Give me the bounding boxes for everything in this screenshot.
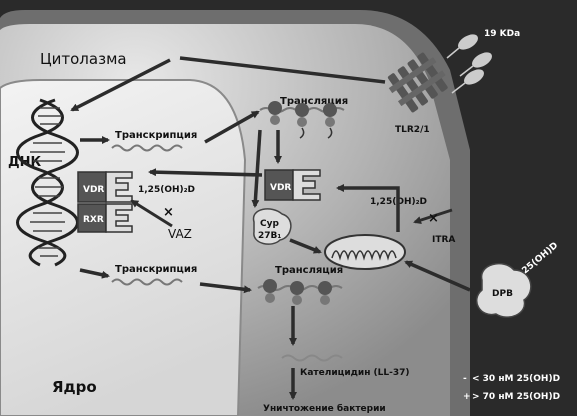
cytoplasm-label: Цитолазма — [40, 50, 127, 68]
arrow-dna-to-transcription-bottom — [79, 268, 110, 279]
tlr2-1-receptor — [387, 52, 448, 113]
arrow-mitochondrion-to-vdr — [336, 184, 400, 232]
itra-label: ITRA — [432, 235, 455, 245]
receptor-label: TLR2/1 — [395, 125, 430, 135]
bacteria-kill-label: Уничтожение бактерии — [263, 403, 386, 414]
cathelicidin-strand — [281, 354, 343, 362]
legend-plus-symbol: + — [463, 392, 471, 402]
arrow-transcription-to-translation-bottom — [199, 282, 252, 294]
vaz-label: VAZ — [168, 227, 192, 241]
dpb-label: DPB — [492, 289, 513, 299]
bacteria-kda-label: 19 KDa — [484, 29, 520, 39]
cyp-line1: Cyp — [260, 219, 279, 229]
arrow-transcription-to-translation-top — [204, 110, 260, 144]
cathelicidin-label: Кателицидин (LL-37) — [300, 368, 410, 378]
mitochondrion — [324, 234, 406, 270]
ribosomes-bottom — [263, 279, 332, 305]
legend-minus-text: < 30 нМ 25(OH)D — [472, 374, 560, 384]
arrow-cyp-to-mitochondrion — [289, 238, 322, 254]
itra-inhibition-arrow — [413, 208, 453, 224]
vdr-cyt-label: VDR — [270, 183, 291, 193]
arrow-receptor-to-cytoplasm — [179, 56, 386, 84]
arrow-dpb-to-mitochondrion — [404, 260, 471, 292]
rxr-label: RXR — [83, 215, 104, 225]
concentration-legend: - < 30 нМ 25(OH)D + > 70 нМ 25(OH)D — [463, 374, 560, 402]
translation-bottom-label: Трансляция — [275, 265, 343, 276]
transcription-bottom-label: Транскрипция — [115, 264, 197, 275]
ribosomes-top — [268, 101, 337, 139]
vdr-cytoplasm-receptor — [264, 169, 321, 201]
vdr-nuc-label: VDR — [83, 185, 104, 195]
ligand-nuc-label: 1,25(OH)₂D — [138, 185, 195, 195]
arrow-to-cyp27b1 — [251, 129, 262, 208]
arrow-vdr-to-nucleus — [148, 168, 263, 177]
itra-block-mark: × — [428, 211, 439, 226]
nucleus-label: Ядро — [52, 378, 97, 396]
vaz-block-mark: × — [163, 205, 174, 220]
legend-plus-text: > 70 нМ 25(OH)D — [472, 392, 560, 402]
dna-helix — [16, 98, 79, 267]
vdr-rxr-receptor — [77, 171, 133, 233]
cyp27b1-enzyme — [252, 208, 292, 245]
legend-minus-symbol: - — [463, 374, 467, 384]
mrna-bottom-strand — [111, 278, 183, 286]
mrna-top-strand — [111, 144, 183, 152]
arrow-signal-to-dna — [70, 58, 171, 112]
pathway-arrows — [70, 56, 471, 400]
translation-top-label: Трансляция — [280, 96, 348, 107]
nucleus-region — [0, 79, 247, 416]
transcription-top-label: Транскрипция — [115, 130, 197, 141]
dpb-protein — [476, 262, 532, 318]
cyp-line2: 27B₁ — [258, 231, 281, 241]
bacteria-ligands — [446, 34, 492, 94]
vaz-inhibition-arrow — [130, 199, 173, 228]
